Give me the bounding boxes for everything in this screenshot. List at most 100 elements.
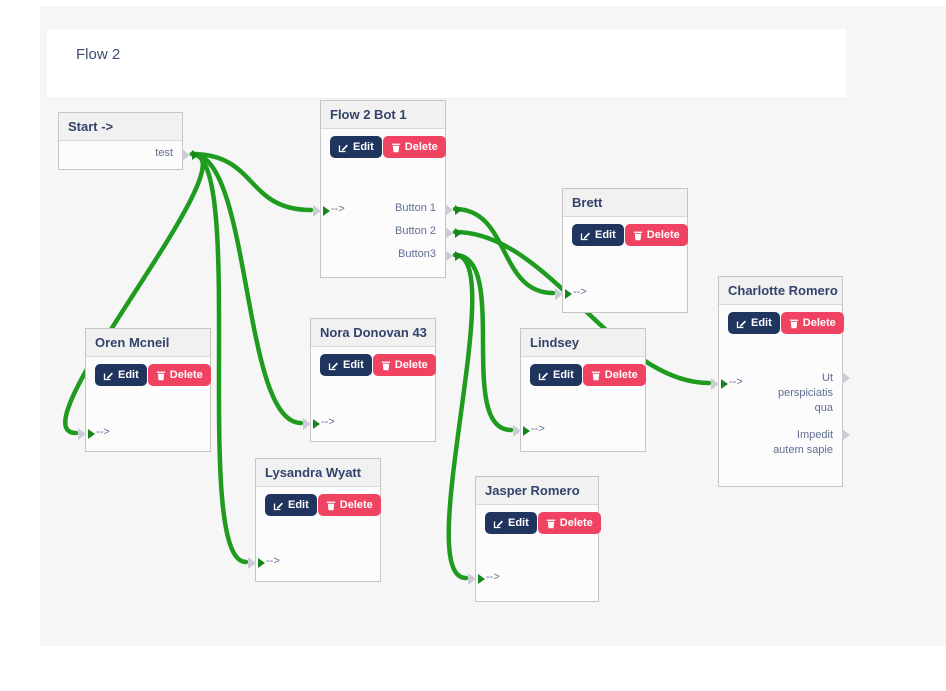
- port-label: test: [155, 147, 173, 159]
- delete-button-label: Delete: [802, 317, 836, 329]
- port-label: -->: [573, 286, 587, 298]
- input-port[interactable]: [711, 378, 728, 390]
- node-text: Ut perspiciatis qua: [777, 372, 833, 414]
- delete-button[interactable]: Delete: [372, 354, 436, 376]
- flow-edge[interactable]: [452, 206, 556, 296]
- port-label: -->: [321, 416, 335, 428]
- edit-icon: [736, 320, 746, 328]
- flow-edge[interactable]: [452, 252, 514, 433]
- edit-button-label: Edit: [288, 499, 309, 511]
- input-port[interactable]: [513, 425, 530, 437]
- port-label: -->: [486, 571, 500, 583]
- trash-icon: [381, 361, 390, 370]
- trash-icon: [591, 371, 600, 380]
- flow-edge[interactable]: [189, 151, 249, 565]
- edit-button[interactable]: Edit: [572, 224, 624, 246]
- flow-node[interactable]: Lindsey Edit Delete -->: [513, 328, 646, 452]
- edit-button-label: Edit: [751, 317, 772, 329]
- edit-button-label: Edit: [508, 517, 529, 529]
- node-actions: Edit Delete: [320, 354, 436, 376]
- edit-button[interactable]: Edit: [265, 494, 317, 516]
- edit-button-label: Edit: [595, 229, 616, 241]
- flow-edge[interactable]: [446, 252, 475, 581]
- node-actions: Edit Delete: [572, 224, 688, 246]
- delete-button[interactable]: Delete: [147, 364, 211, 386]
- output-port[interactable]: [445, 250, 462, 262]
- node-title: Brett: [563, 189, 687, 217]
- input-port[interactable]: [555, 288, 572, 300]
- output-port[interactable]: [842, 429, 850, 441]
- edit-button[interactable]: Edit: [485, 512, 537, 534]
- node-actions: Edit Delete: [728, 312, 844, 334]
- node-actions: Edit Delete: [330, 136, 446, 158]
- delete-button[interactable]: Delete: [624, 224, 688, 246]
- delete-button[interactable]: Delete: [537, 512, 601, 534]
- flow-node[interactable]: Jasper Romero Edit Delete -->: [468, 476, 601, 602]
- delete-button-label: Delete: [604, 369, 638, 381]
- node-actions: Edit Delete: [485, 512, 601, 534]
- edit-button-label: Edit: [343, 359, 364, 371]
- delete-button[interactable]: Delete: [582, 364, 646, 386]
- output-port[interactable]: [445, 227, 462, 239]
- flow-edge[interactable]: [189, 151, 304, 426]
- flow-node[interactable]: Lysandra Wyatt Edit Delete -->: [248, 458, 381, 582]
- edit-button[interactable]: Edit: [330, 136, 382, 158]
- trash-icon: [546, 519, 555, 528]
- trash-icon: [326, 501, 335, 510]
- edit-icon: [338, 144, 348, 152]
- output-port[interactable]: [445, 204, 462, 216]
- edit-button[interactable]: Edit: [530, 364, 582, 386]
- edit-icon: [538, 372, 548, 380]
- edit-button[interactable]: Edit: [320, 354, 372, 376]
- edit-icon: [493, 520, 503, 528]
- edit-icon: [580, 232, 590, 240]
- node-title: Start ->: [59, 113, 182, 141]
- port-label: -->: [96, 426, 110, 438]
- edit-button-label: Edit: [553, 369, 574, 381]
- node-title: Oren Mcneil: [86, 329, 210, 357]
- flow-node[interactable]: Start -> test: [58, 112, 199, 170]
- edit-icon: [103, 372, 113, 380]
- port-label: Button 1: [395, 202, 436, 214]
- flow-edge[interactable]: [189, 151, 314, 213]
- node-actions: Edit Delete: [95, 364, 211, 386]
- flow-edge[interactable]: [63, 151, 205, 436]
- flow-node[interactable]: Flow 2 Bot 1 Edit Delete --> Button 1 Butt…: [313, 100, 462, 278]
- flow-node[interactable]: Nora Donovan 43 Edit Delete -->: [303, 318, 436, 442]
- delete-button[interactable]: Delete: [780, 312, 844, 334]
- input-port[interactable]: [78, 428, 95, 440]
- node-actions: Edit Delete: [265, 494, 381, 516]
- flow-node[interactable]: Brett Edit Delete -->: [555, 188, 688, 313]
- flow-header-card: Flow 2: [47, 29, 846, 99]
- input-port[interactable]: [313, 205, 330, 217]
- page-title: Flow 2: [76, 46, 121, 63]
- trash-icon: [789, 319, 798, 328]
- port-label: -->: [266, 555, 280, 567]
- port-label: -->: [331, 203, 345, 215]
- flow-node[interactable]: Oren Mcneil Edit Delete -->: [78, 328, 211, 452]
- flow-node[interactable]: Charlotte Romero Edit Delete -->Ut persp…: [711, 276, 850, 487]
- output-port[interactable]: [182, 149, 199, 161]
- edit-button[interactable]: Edit: [95, 364, 147, 386]
- delete-button-label: Delete: [404, 141, 438, 153]
- output-port[interactable]: [842, 372, 850, 384]
- trash-icon: [391, 143, 400, 152]
- edit-icon: [328, 362, 338, 370]
- trash-icon: [156, 371, 165, 380]
- delete-button-label: Delete: [559, 517, 593, 529]
- input-port[interactable]: [303, 418, 320, 430]
- delete-button[interactable]: Delete: [382, 136, 446, 158]
- node-text: Impedit autem sapie: [773, 429, 833, 456]
- input-port[interactable]: [468, 573, 485, 585]
- input-port[interactable]: [248, 557, 265, 569]
- delete-button-label: Delete: [646, 229, 680, 241]
- node-title: Nora Donovan 43: [311, 319, 435, 347]
- delete-button-label: Delete: [169, 369, 203, 381]
- edit-button[interactable]: Edit: [728, 312, 780, 334]
- node-title: Lindsey: [521, 329, 645, 357]
- delete-button[interactable]: Delete: [317, 494, 381, 516]
- node-title: Lysandra Wyatt: [256, 459, 380, 487]
- node-title: Flow 2 Bot 1: [321, 101, 445, 129]
- port-label: Button 2: [395, 225, 436, 237]
